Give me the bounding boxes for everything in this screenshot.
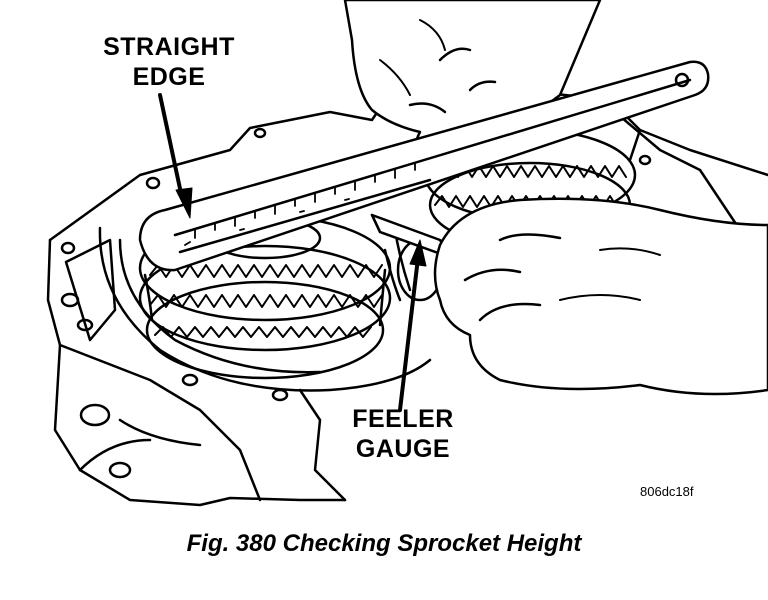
feeler-gauge-label-line2: GAUGE xyxy=(355,435,451,463)
straight-edge-label: STRAIGHT EDGE xyxy=(84,32,254,92)
straight-edge-label-line1: STRAIGHT xyxy=(103,33,235,61)
feeler-gauge-label-line1: FEELER xyxy=(352,405,454,433)
case-housing xyxy=(46,88,768,507)
right-hand xyxy=(433,197,768,396)
straight-edge-ruler xyxy=(138,60,710,272)
figure-caption: Fig. 380 Checking Sprocket Height xyxy=(186,530,582,557)
feeler-gauge-label: FEELER GAUGE xyxy=(338,404,468,464)
leader-arrows xyxy=(158,93,427,412)
reference-code: 806dc18f xyxy=(640,484,694,499)
straight-edge-label-line2: EDGE xyxy=(132,63,206,91)
